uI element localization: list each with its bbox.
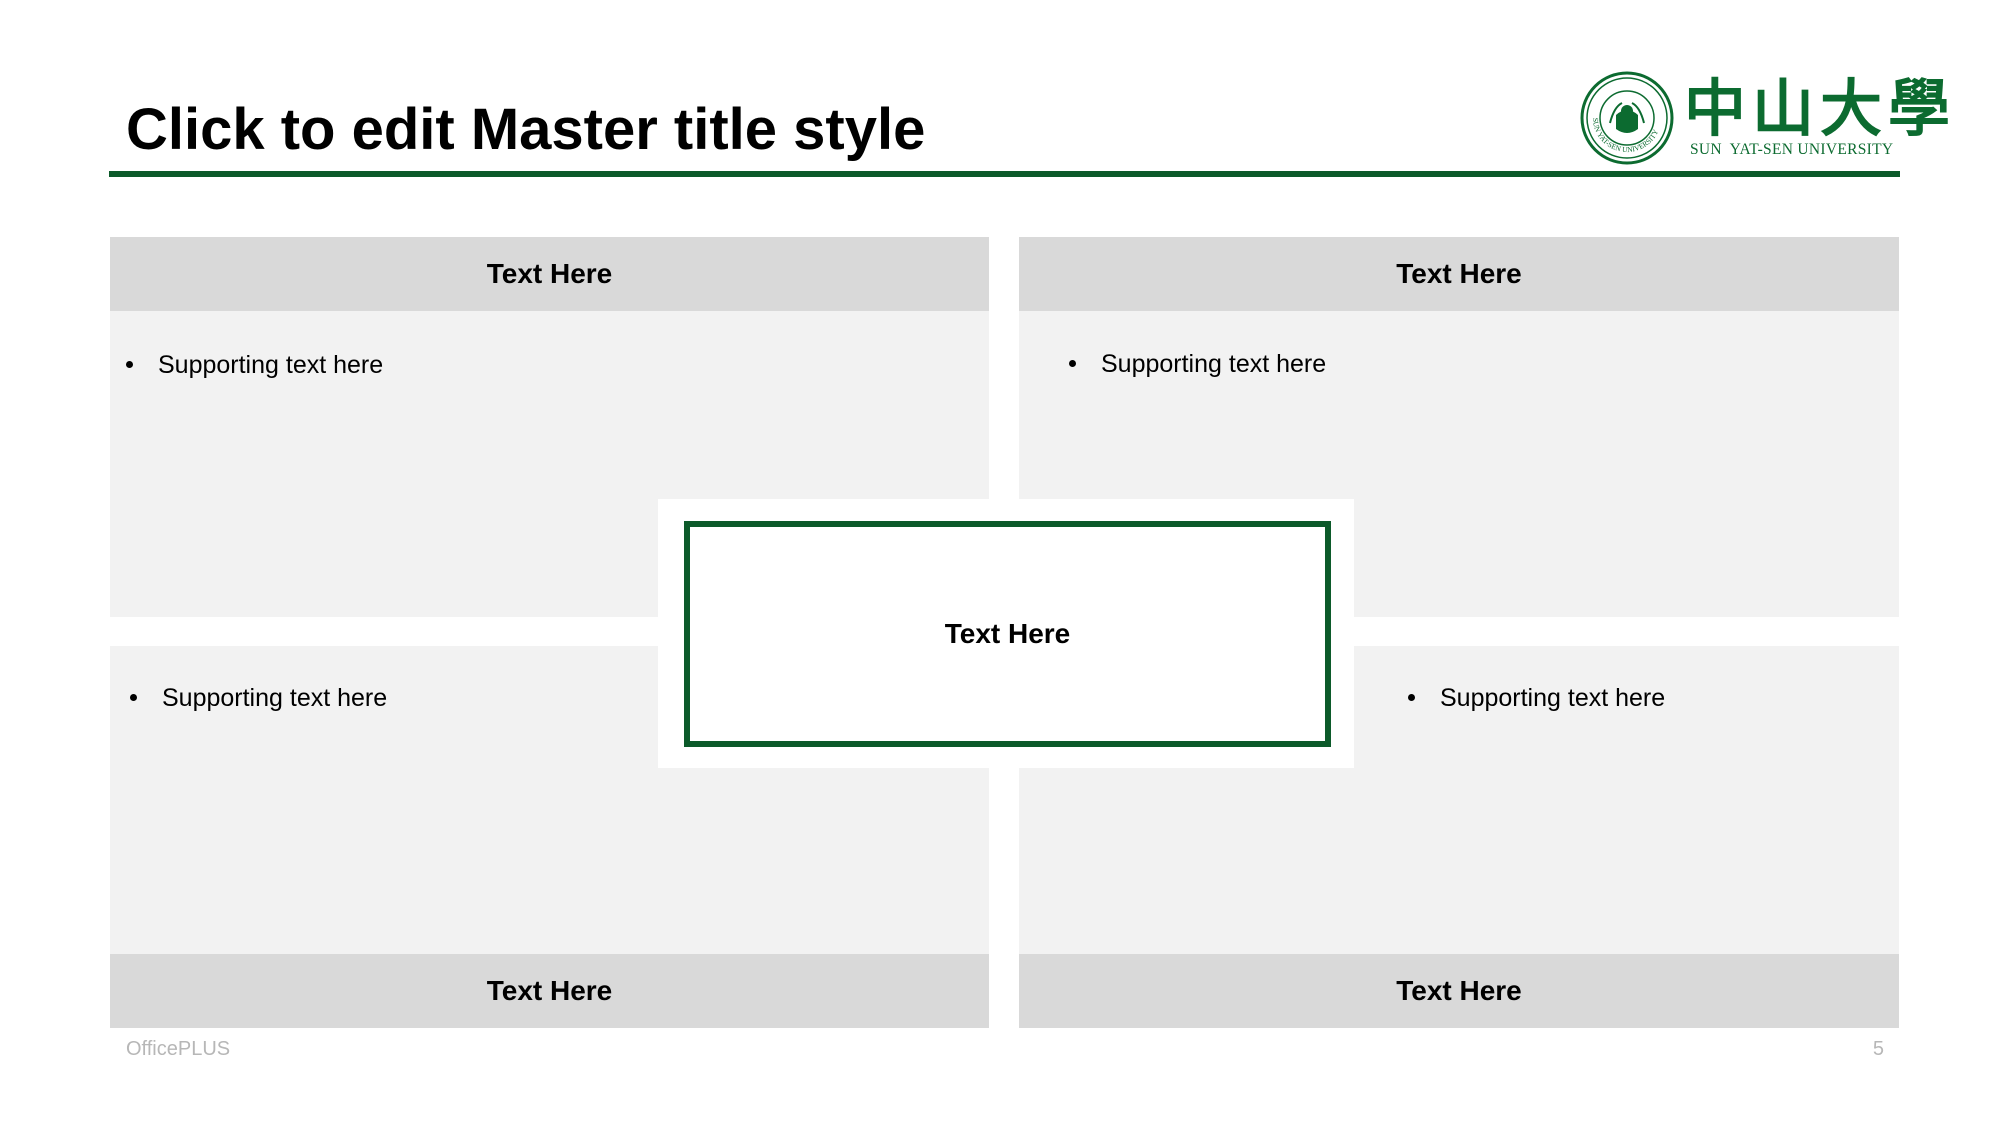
top-right-bullet[interactable]: Supporting text here [1069,350,1326,379]
bottom-left-header-label: Text Here [486,975,613,1006]
university-seal-icon: SUN YAT-SEN UNIVERSITY [1580,71,1674,165]
slide-title[interactable]: Click to edit Master title style [126,97,926,162]
university-logo: SUN YAT-SEN UNIVERSITY 中山大學 SUN YAT-SEN … [1580,71,1950,165]
center-box-label: Text Here [944,618,1071,649]
bottom-right-header-label: Text Here [1396,975,1522,1006]
top-right-header-label: Text Here [1396,258,1522,289]
bullet-dot-icon [130,694,137,701]
bottom-right-header[interactable]: Text Here [1019,954,1899,1028]
title-underline [109,171,1900,177]
footer-brand: OfficePLUS [126,1038,231,1060]
bottom-right-panel: Supporting text here Text Here [1019,646,1899,1028]
top-left-bullet[interactable]: Supporting text here [126,351,383,380]
bottom-left-header[interactable]: Text Here [110,954,989,1028]
top-left-bullet-text: Supporting text here [158,351,384,379]
bottom-right-bullet-text: Supporting text here [1440,684,1666,712]
bottom-left-panel: Supporting text here Text Here [110,646,989,1028]
bullet-dot-icon [1408,694,1415,701]
bottom-right-bullet[interactable]: Supporting text here [1408,684,1665,713]
university-name-en: SUN YAT-SEN UNIVERSITY [1690,141,1894,158]
university-name-cn: 中山大學 [1684,72,1957,145]
center-box[interactable]: Text Here [684,521,1331,747]
top-right-bullet-text: Supporting text here [1101,350,1327,378]
top-left-header-label: Text Here [486,258,613,289]
center-box-frame: Text Here [658,499,1354,768]
bullet-dot-icon [126,361,133,368]
top-right-header[interactable]: Text Here [1019,237,1899,311]
bottom-left-bullet[interactable]: Supporting text here [130,684,387,713]
page-number: 5 [1872,1038,1884,1060]
bullet-dot-icon [1069,360,1076,367]
top-left-header[interactable]: Text Here [110,237,989,311]
bottom-left-bullet-text: Supporting text here [162,684,388,712]
